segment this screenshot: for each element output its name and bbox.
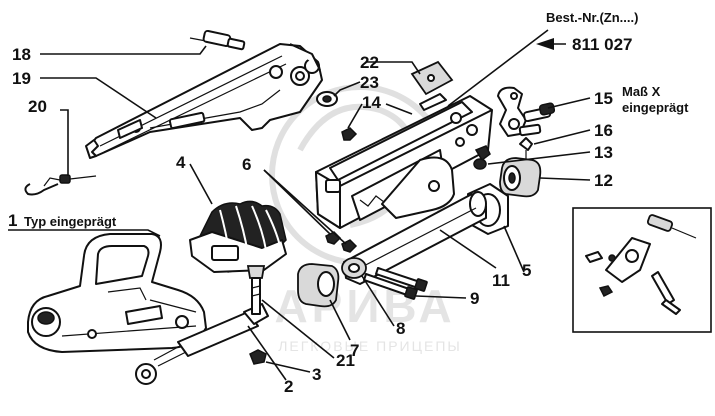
- leader-lines: [8, 29, 591, 381]
- size-note-line1: Maß X: [622, 84, 661, 99]
- leader-6b: [263, 169, 347, 245]
- order-header: Best.-Nr.(Zn....) 811 027: [536, 10, 638, 54]
- leader-14: [347, 103, 363, 129]
- part-19-hand-brake-lever: [85, 43, 323, 159]
- callout-13: 13: [594, 143, 613, 162]
- leader-8: [361, 275, 395, 327]
- callout-15: 15: [594, 89, 613, 108]
- size-note-line2: eingeprägt: [622, 100, 689, 115]
- part-23-washer: [316, 91, 338, 107]
- watermark-tagline: ЛЕГКОВЫЕ ПРИЦЕПЫ: [278, 338, 462, 354]
- callout-6: 6: [242, 155, 251, 174]
- part-12-bushing: [499, 157, 542, 198]
- order-label: Best.-Nr.(Zn....): [546, 10, 638, 25]
- leader-23: [333, 81, 361, 97]
- leader-12: [539, 177, 591, 181]
- callout-8: 8: [396, 319, 405, 338]
- callout-3: 3: [312, 365, 321, 384]
- part-20-safety-clip: [24, 174, 97, 196]
- callout-11: 11: [492, 271, 510, 290]
- leader-14b: [385, 103, 413, 115]
- leader-4: [189, 163, 213, 205]
- callout-18: 18: [12, 45, 31, 64]
- leader-13: [487, 151, 591, 165]
- leader-3: [265, 361, 311, 373]
- part-22-plate: [410, 60, 454, 96]
- part-6-nuts: [325, 231, 358, 253]
- part-21-bolt: [246, 265, 266, 315]
- callout-2: 2: [284, 377, 293, 396]
- callout-5: 5: [522, 261, 531, 280]
- callout-12: 12: [594, 171, 613, 190]
- part-4-bellows: [189, 200, 287, 273]
- part-8-small-bushing: [341, 257, 367, 279]
- callout-23: 23: [360, 73, 379, 92]
- part-9-bolts: [363, 267, 428, 300]
- part-11-drawbar-tube: [343, 191, 487, 285]
- part-15-lever: [497, 86, 556, 137]
- part-1-coupling-head: [27, 233, 207, 353]
- callout-16: 16: [594, 121, 613, 140]
- leader-1: [8, 229, 161, 237]
- callout-7: 7: [350, 341, 359, 360]
- part-18-spring-damper: [189, 29, 246, 51]
- main-housing: [315, 93, 493, 229]
- leader-20: [60, 109, 69, 176]
- arrow-icon: [536, 38, 554, 50]
- leader-11: [439, 229, 497, 269]
- part-7-bushing: [297, 263, 340, 308]
- part-3-nut: [249, 349, 267, 365]
- leader-19: [40, 77, 157, 119]
- leader-22: [366, 61, 421, 75]
- order-number: 811 027: [572, 35, 633, 54]
- part-13-nut: [473, 158, 487, 170]
- leader-5: [503, 225, 525, 273]
- callout-9: 9: [470, 289, 479, 308]
- leader-order: [447, 29, 549, 107]
- leader-2: [247, 325, 287, 381]
- callout-20: 20: [28, 97, 47, 116]
- leader-21: [261, 299, 335, 359]
- callout-21: 21: [336, 351, 355, 370]
- part-14-nut: [341, 127, 358, 141]
- callout-numbers: 18 19 20 1 Typ eingeprägt 4 6 22 23 14 1…: [8, 45, 613, 396]
- inset-detail: [572, 207, 712, 333]
- type-note: Typ eingeprägt: [24, 214, 117, 229]
- part-16-pin: [519, 137, 533, 160]
- callout-14: 14: [362, 93, 381, 112]
- callout-19: 19: [12, 69, 31, 88]
- leader-18: [40, 45, 207, 55]
- callout-1: 1: [8, 211, 17, 230]
- leader-15: [547, 97, 591, 109]
- leader-7: [329, 299, 351, 341]
- callout-22: 22: [360, 53, 379, 72]
- leader-16: [533, 129, 591, 145]
- leader-9: [415, 295, 467, 299]
- callout-4: 4: [176, 153, 186, 172]
